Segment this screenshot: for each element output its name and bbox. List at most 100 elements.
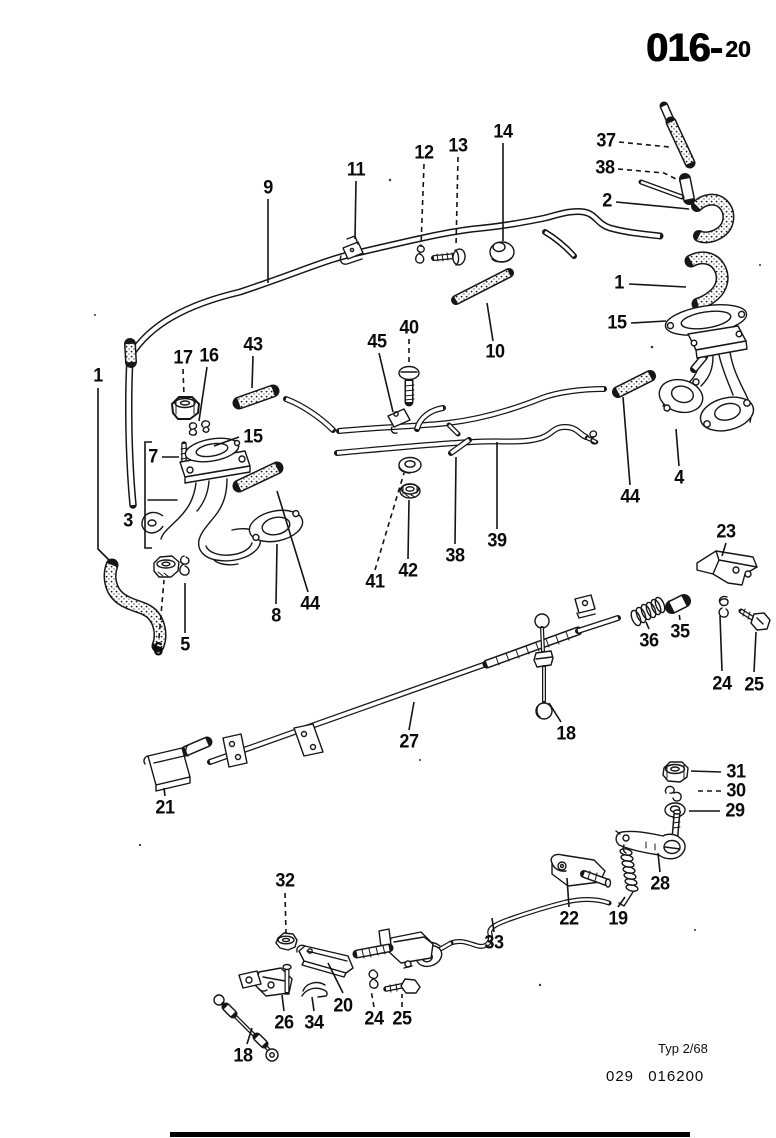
callout-22: 22	[559, 908, 579, 930]
part-10-hose	[451, 268, 514, 305]
part-1-hose-right	[684, 251, 729, 311]
callout-30: 30	[726, 780, 746, 802]
part-38-connector-middle	[448, 437, 472, 456]
pipe-end-stub	[638, 179, 685, 200]
callout-14: 14	[493, 121, 513, 143]
leader-38	[454, 456, 457, 545]
callout-3: 3	[123, 510, 133, 532]
page-code-sub: 20	[725, 36, 751, 62]
callout-43: 43	[243, 334, 263, 356]
callout-37: 37	[596, 130, 616, 152]
leader-43	[251, 355, 254, 389]
scan-specks	[94, 178, 761, 987]
part-5-clip	[179, 555, 190, 576]
callout-40: 40	[399, 317, 419, 339]
callout-38: 38	[445, 545, 465, 567]
callout-36: 36	[639, 630, 659, 652]
leader-27	[408, 701, 415, 731]
callout-1: 1	[93, 365, 103, 387]
part-26-clevis	[238, 963, 293, 997]
leader-6	[158, 579, 165, 639]
leader-33	[491, 917, 495, 933]
part-31-nut	[662, 761, 689, 783]
part-38-connector-top	[679, 173, 695, 205]
leader-24	[719, 615, 723, 672]
callout-4: 4	[674, 467, 684, 489]
leader-44	[276, 490, 309, 593]
callout-44: 44	[300, 593, 320, 615]
callout-15: 15	[607, 312, 627, 334]
leader-3	[144, 441, 152, 549]
leader-18	[548, 702, 562, 723]
leader-24	[370, 989, 375, 1008]
leader-15	[213, 436, 240, 447]
callout-44: 44	[620, 486, 640, 508]
leader-12	[420, 163, 425, 248]
leader-35	[678, 612, 681, 621]
callout-27: 27	[399, 731, 419, 753]
part-4-manifold-right	[658, 325, 755, 432]
callout-28: 28	[650, 873, 670, 895]
leader-4	[675, 428, 680, 467]
part-14-grommet	[489, 241, 515, 263]
leader-15	[630, 320, 667, 324]
callout-16: 16	[199, 345, 219, 367]
part-6-nut	[153, 555, 180, 578]
leader-44	[622, 396, 631, 486]
leader-16	[198, 366, 208, 422]
part-33-rod	[448, 897, 612, 949]
part-41-washer	[398, 456, 422, 474]
callout-31: 31	[726, 761, 746, 783]
part-43-hose	[232, 384, 280, 410]
callout-7: 7	[148, 446, 158, 468]
part-45-clamp	[387, 408, 411, 434]
part-9-vacuum-pipe	[127, 208, 664, 359]
leader-32	[284, 892, 287, 934]
part-18-link-bottom	[213, 994, 279, 1062]
callout-42: 42	[398, 560, 418, 582]
part-18-link-right	[533, 613, 554, 720]
part-21-bracket	[143, 747, 191, 792]
part-8-gasket	[248, 509, 304, 543]
part-23-bracket	[696, 550, 758, 586]
callout-11: 11	[346, 159, 366, 181]
callout-9: 9	[263, 177, 273, 199]
leader-28	[657, 852, 661, 873]
callout-5: 5	[180, 634, 190, 656]
leader-31	[690, 770, 722, 773]
part-11-clamp	[339, 235, 364, 265]
callout-13: 13	[448, 135, 468, 157]
footer-type-label: Typ 2/68	[658, 1041, 708, 1056]
callout-15: 15	[243, 426, 263, 448]
page-code-main: 016-	[646, 26, 723, 70]
callout-33: 33	[484, 932, 504, 954]
part-24-clip-right	[718, 595, 729, 618]
leader-25	[753, 631, 757, 673]
callout-19: 19	[608, 908, 628, 930]
callout-8: 8	[271, 605, 281, 627]
callout-34: 34	[304, 1012, 324, 1034]
part-12-clip	[415, 244, 425, 264]
callout-25: 25	[744, 674, 764, 696]
callout-6: 6	[153, 639, 163, 661]
part-24-clip-bottom	[368, 969, 379, 989]
part-30-lock-washers	[664, 785, 682, 802]
part-36-spring	[630, 596, 666, 627]
leader-20	[327, 962, 344, 994]
part-17-nut	[171, 396, 200, 420]
callout-39: 39	[487, 530, 507, 552]
callout-20: 20	[333, 995, 353, 1017]
part-39-pipes	[283, 386, 607, 456]
leader-22	[566, 877, 570, 908]
part-3-manifold-left	[141, 437, 262, 566]
part-32-nut	[275, 932, 298, 951]
leader-41	[374, 472, 405, 571]
leader-13	[455, 156, 459, 248]
leader-19	[617, 896, 626, 908]
part-16-washers	[188, 420, 211, 436]
callout-35: 35	[670, 621, 690, 643]
leader-42	[407, 499, 410, 560]
callout-41: 41	[365, 571, 385, 593]
